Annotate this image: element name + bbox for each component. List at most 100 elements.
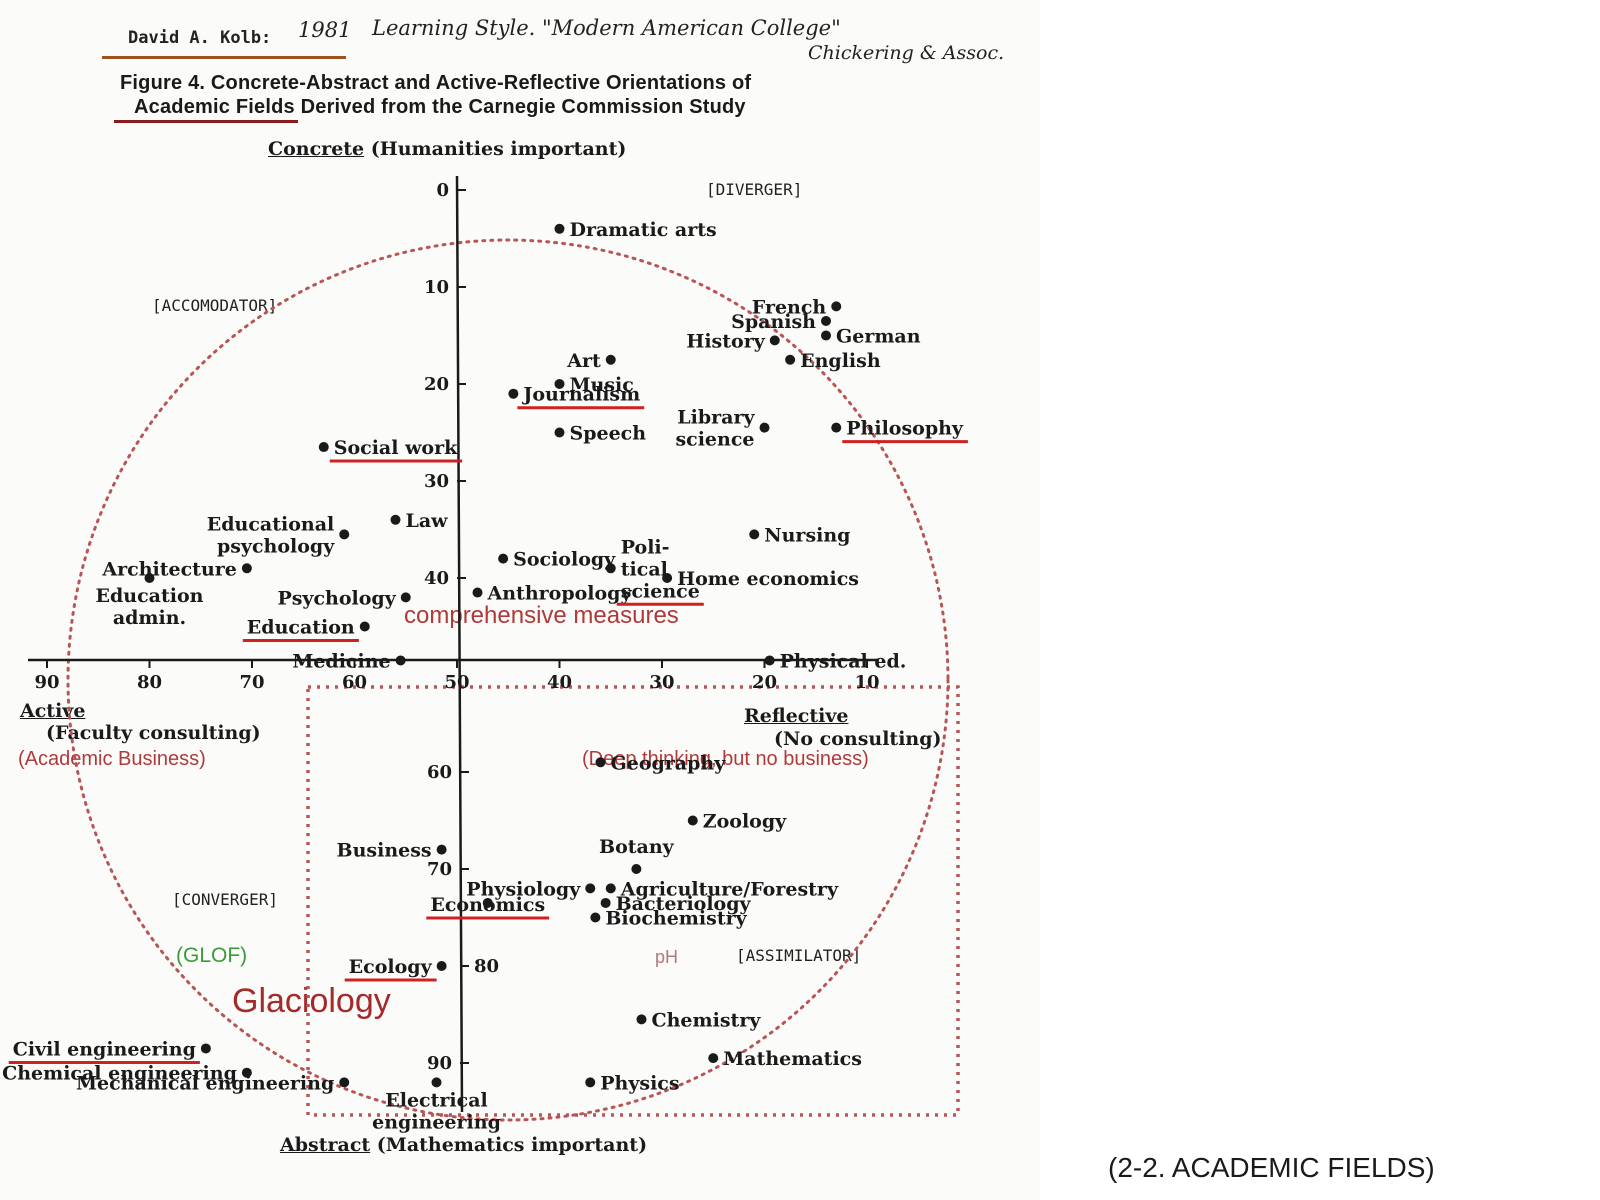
label-line: Ecology [349, 956, 433, 978]
label-music: Music [570, 374, 634, 396]
point-sociology [498, 553, 509, 564]
label-line: German [836, 326, 921, 348]
label-line: English [800, 350, 881, 372]
label-architecture: Architecture [101, 558, 236, 580]
label-german: German [836, 326, 921, 348]
label-line: Physical ed. [780, 650, 907, 672]
y-tick-label: 10 [424, 277, 449, 298]
label-line: Philosophy [846, 418, 964, 440]
y-tick-label: 70 [427, 859, 452, 880]
label-line: tical [621, 558, 668, 580]
academic-fields-underline [114, 120, 298, 123]
point-physiology [585, 883, 596, 894]
label-art: Art [566, 350, 601, 372]
label-line: Electrical [385, 1089, 487, 1111]
point-anthropology [472, 587, 483, 598]
label-business: Business [337, 840, 432, 862]
point-philosophy [831, 422, 842, 433]
y-tick-label: 30 [424, 471, 449, 492]
point-law [390, 514, 401, 525]
label-line: Journalism [521, 384, 640, 406]
point-art [605, 354, 616, 365]
label-line: Chemistry [652, 1009, 762, 1031]
point-education [359, 621, 370, 632]
glaciology-note: Glaciology [232, 982, 391, 1020]
assimilator-label: [ASSIMILATOR] [736, 946, 862, 965]
label-line: Bacteriology [616, 893, 752, 915]
label-line: Sociology [513, 549, 616, 571]
academic-business-note: (Academic Business) [18, 748, 206, 770]
label-line: Medicine [292, 650, 390, 672]
author-underline [102, 56, 346, 59]
point-chemistry [636, 1014, 647, 1025]
x-tick-label: 30 [649, 672, 674, 693]
y-tick-label: 20 [424, 374, 449, 395]
label-history: History [686, 330, 765, 352]
label-line: Educational [207, 513, 334, 535]
x-tick-label: 20 [752, 672, 777, 693]
year-note: 1981 [298, 18, 352, 42]
label-line: French [752, 296, 827, 318]
diverger-label: [DIVERGER] [706, 180, 803, 199]
label-line: Psychology [277, 587, 396, 609]
concrete-word: Concrete [268, 138, 365, 160]
comprehensive-measures-note: comprehensive measures [404, 602, 679, 629]
scanned-figure-page [0, 0, 1040, 1200]
point-agriculture-forestry [605, 883, 616, 894]
point-dramatic-arts [554, 223, 565, 234]
point-biochemistry [590, 912, 601, 923]
point-home-economics [662, 573, 673, 583]
point-business [436, 844, 447, 855]
point-medicine [395, 655, 406, 666]
point-physics [585, 1077, 596, 1088]
label-line: Physiology [466, 878, 581, 900]
label-speech: Speech [570, 423, 647, 445]
label-chemistry: Chemistry [652, 1009, 762, 1031]
abstract-detail: (Mathematics important) [376, 1134, 648, 1156]
learning-style-note: Learning Style. "Modern American College… [372, 16, 841, 40]
x-tick-label: 10 [854, 672, 879, 693]
label-line: science [621, 580, 700, 602]
label-line: psychology [217, 535, 335, 557]
abstract-word: Abstract [280, 1134, 371, 1156]
label-line: Mathematics [723, 1048, 862, 1070]
point-zoology [687, 815, 698, 826]
point-mathematics [708, 1053, 719, 1064]
label-line: admin. [113, 607, 186, 629]
label-physics: Physics [600, 1072, 679, 1094]
label-journalism: Journalism [521, 384, 640, 406]
active-detail: (Faculty consulting) [46, 722, 261, 744]
concrete-detail: (Humanities important) [370, 138, 627, 160]
reflective-detail: (No consulting) [774, 728, 942, 750]
x-tick-label: 50 [444, 672, 469, 693]
point-ecology [436, 961, 447, 971]
label-line: Poli- [621, 536, 670, 558]
point-social-work [318, 442, 329, 453]
label-home-economics: Home economics [677, 568, 859, 590]
label-biochemistry: Biochemistry [605, 908, 747, 930]
point-geography [595, 757, 606, 768]
point-german [821, 330, 831, 341]
point-bacteriology [600, 897, 611, 908]
point-economics [482, 897, 493, 908]
x-tick-label: 70 [239, 672, 264, 693]
point-education-admin [144, 573, 155, 583]
dotted-rectangle-outline [306, 685, 960, 1117]
source-note: Chickering & Assoc. [808, 42, 1005, 64]
label-line: Mechanical engineering [76, 1072, 334, 1094]
label-physical-ed: Physical ed. [780, 650, 907, 672]
abstract-axis-label: Abstract (Mathematics important) [280, 1134, 647, 1156]
point-political-science [605, 563, 616, 574]
figure-title-line-2: Academic Fields Derived from the Carnegi… [134, 96, 746, 118]
point-botany [631, 864, 642, 874]
label-civil-engineering: Civil engineering [13, 1038, 196, 1060]
concrete-axis-label: Concrete (Humanities important) [268, 138, 626, 160]
deep-thinking-note: (Deep thinking, but no business) [582, 748, 869, 770]
point-speech [554, 427, 565, 438]
label-ecology: Ecology [349, 956, 433, 978]
x-tick-label: 90 [34, 672, 59, 693]
